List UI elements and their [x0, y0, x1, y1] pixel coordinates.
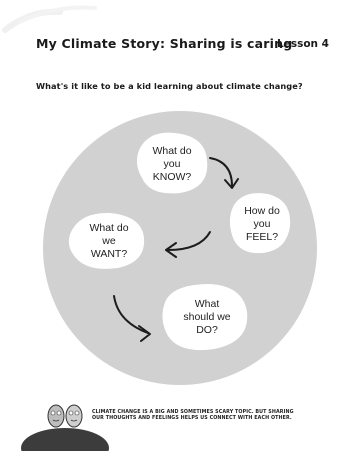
arrow-icon — [113, 295, 151, 342]
footer-note: CLIMATE CHANGE IS A BIG AND SOMETIMES SC… — [92, 410, 294, 422]
header-decoration — [2, 5, 97, 33]
step-want-label: What do we WANT? — [89, 222, 129, 260]
arrow-icon — [165, 231, 211, 258]
lesson-label: Lesson 4 — [277, 38, 329, 50]
blob-want — [68, 212, 145, 269]
blob-do — [162, 284, 248, 351]
step-do-label: What should we DO? — [183, 298, 231, 336]
page-title: My Climate Story: Sharing is caring — [36, 36, 293, 51]
blob-feel — [229, 193, 291, 254]
step-feel-label: How do you FEEL? — [244, 205, 280, 243]
globe-mascot-icon — [21, 404, 109, 451]
background-circle — [43, 111, 317, 385]
blob-know — [136, 132, 208, 194]
step-know-label: What do you KNOW? — [152, 145, 192, 183]
arrow-icon — [209, 157, 239, 189]
guiding-question: What's it like to be a kid learning abou… — [36, 81, 303, 91]
